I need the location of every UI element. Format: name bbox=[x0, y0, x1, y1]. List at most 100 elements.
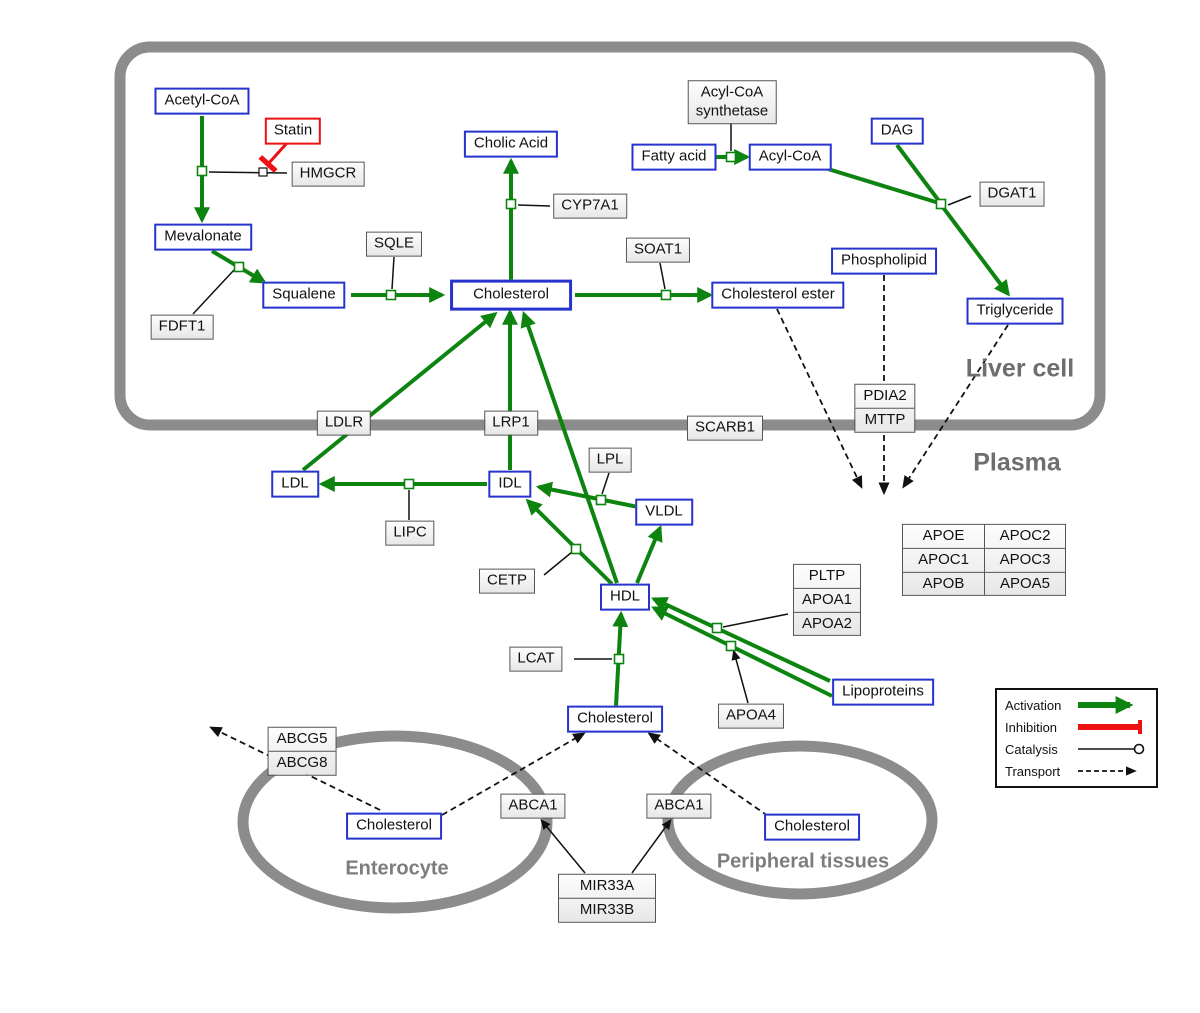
transport-peripheral-to-plasma-cholesterol bbox=[647, 732, 769, 817]
liver-cell-label: Liver cell bbox=[965, 354, 1075, 383]
junction-fdft1 bbox=[233, 261, 245, 273]
catalysis-sqle bbox=[391, 256, 395, 290]
apo-cell-apoc3[interactable]: APOC3 bbox=[984, 547, 1065, 572]
edge-lipoproteins-to-hdl-upper bbox=[651, 597, 831, 683]
apo-cell-apoe[interactable]: APOE bbox=[922, 526, 965, 544]
node-cholesterol-liver[interactable]: Cholesterol bbox=[450, 279, 572, 311]
junction-acylcoa-synthetase bbox=[725, 151, 737, 163]
catalysis-dgat1 bbox=[947, 195, 972, 206]
edge-hdl-to-vldl bbox=[635, 525, 663, 584]
junction-cyp7a1 bbox=[505, 198, 517, 210]
inhibition-tbar-glyph bbox=[1078, 720, 1142, 734]
legend: Activation Inhibition Catalysis Transpor… bbox=[995, 688, 1158, 788]
node-lpl[interactable]: LPL bbox=[588, 447, 632, 473]
legend-activation-row: Activation bbox=[1005, 696, 1148, 714]
node-lipc[interactable]: LIPC bbox=[385, 520, 435, 546]
node-acyl-coa[interactable]: Acyl-CoA bbox=[748, 143, 832, 171]
node-abcg8[interactable]: ABCG8 bbox=[268, 750, 336, 775]
node-mir33b[interactable]: MIR33B bbox=[559, 897, 655, 922]
node-fdft1[interactable]: FDFT1 bbox=[150, 314, 214, 340]
node-triglyceride[interactable]: Triglyceride bbox=[966, 297, 1064, 325]
legend-inhibition-row: Inhibition bbox=[1005, 718, 1148, 736]
node-sqle[interactable]: SQLE bbox=[365, 231, 423, 257]
legend-activation-label: Activation bbox=[1005, 697, 1062, 713]
catalysis-pltp-apoa bbox=[722, 613, 789, 628]
node-hmgcr[interactable]: HMGCR bbox=[291, 161, 365, 187]
node-cholesterol-ester[interactable]: Cholesterol ester bbox=[711, 281, 845, 309]
node-dgat1[interactable]: DGAT1 bbox=[979, 181, 1045, 207]
node-apoa4[interactable]: APOA4 bbox=[717, 703, 785, 729]
node-squalene[interactable]: Squalene bbox=[262, 281, 346, 309]
node-cyp7a1[interactable]: CYP7A1 bbox=[553, 193, 627, 219]
inhibition-statin-hmgcr bbox=[258, 141, 289, 173]
node-abcg5-abcg8-stack[interactable]: ABCG5 ABCG8 bbox=[267, 726, 337, 776]
junction-apoa4 bbox=[725, 640, 737, 652]
legend-transport-row: Transport bbox=[1005, 762, 1148, 780]
junction-pltp-apoa bbox=[711, 622, 723, 634]
node-pltp[interactable]: PLTP bbox=[808, 566, 846, 584]
node-cholesterol-enterocyte[interactable]: Cholesterol bbox=[346, 812, 442, 840]
apo-cell-apoc2[interactable]: APOC2 bbox=[984, 524, 1065, 548]
node-abca1-right[interactable]: ABCA1 bbox=[646, 793, 712, 819]
node-scarb1[interactable]: SCARB1 bbox=[686, 415, 764, 441]
node-pdia2[interactable]: PDIA2 bbox=[863, 386, 907, 404]
node-abca1-left[interactable]: ABCA1 bbox=[500, 793, 566, 819]
apo-cell-apoc1[interactable]: APOC1 bbox=[903, 547, 984, 572]
apolipoprotein-table[interactable]: APOE APOC2 APOC1 APOC3 APOB APOA5 bbox=[902, 523, 1066, 597]
transport-enterocyte-to-plasma-cholesterol bbox=[441, 732, 586, 816]
node-pdia2-mttp-stack[interactable]: PDIA2 MTTP bbox=[854, 383, 916, 433]
transport-triglyceride-to-plasma bbox=[902, 324, 1009, 489]
apo-cell-apob[interactable]: APOB bbox=[903, 571, 984, 595]
node-mir33a[interactable]: MIR33A bbox=[579, 876, 635, 894]
node-mir33-stack[interactable]: MIR33A MIR33B bbox=[558, 873, 656, 923]
plasma-label: Plasma bbox=[973, 448, 1061, 477]
node-lipoproteins[interactable]: Lipoproteins bbox=[832, 678, 934, 706]
catalysis-cyp7a1 bbox=[517, 204, 551, 207]
junction-soat1 bbox=[660, 289, 672, 301]
node-acyl-coa-synthetase[interactable]: Acyl-CoA synthetase bbox=[687, 80, 777, 124]
node-vldl[interactable]: VLDL bbox=[635, 498, 693, 526]
node-abcg5[interactable]: ABCG5 bbox=[276, 729, 328, 747]
catalysis-soat1 bbox=[659, 262, 666, 290]
node-fatty-acid[interactable]: Fatty acid bbox=[631, 143, 717, 171]
node-cholic-acid[interactable]: Cholic Acid bbox=[463, 130, 559, 158]
node-cholesterol-plasma[interactable]: Cholesterol bbox=[567, 705, 663, 733]
node-cholesterol-peripheral[interactable]: Cholesterol bbox=[764, 813, 860, 841]
junction-sqle bbox=[385, 289, 397, 301]
node-lrp1[interactable]: LRP1 bbox=[484, 410, 538, 436]
edge-lipoproteins-to-hdl-lower bbox=[651, 606, 833, 698]
edge-hdl-to-cholesterol bbox=[520, 310, 619, 584]
legend-transport-label: Transport bbox=[1005, 763, 1061, 779]
edge-acylcoa-to-dgat-junction bbox=[827, 167, 940, 205]
liver-cell-outline bbox=[114, 41, 1106, 431]
node-hdl[interactable]: HDL bbox=[599, 583, 651, 611]
node-dag[interactable]: DAG bbox=[870, 117, 924, 145]
node-ldlr[interactable]: LDLR bbox=[316, 410, 372, 436]
junction-hmgcr bbox=[196, 165, 208, 177]
legend-inhibition-label: Inhibition bbox=[1005, 719, 1058, 735]
catalysis-fdft1 bbox=[192, 269, 235, 315]
transport-cholester-to-plasma bbox=[776, 308, 863, 489]
junction-squares bbox=[196, 151, 947, 665]
junction-lcat bbox=[613, 653, 625, 665]
node-cetp[interactable]: CETP bbox=[478, 568, 536, 594]
node-mevalonate[interactable]: Mevalonate bbox=[154, 223, 252, 251]
edge-mir33-to-abca1-right bbox=[631, 818, 672, 874]
node-lcat[interactable]: LCAT bbox=[509, 646, 563, 672]
node-apoa2[interactable]: APOA2 bbox=[793, 611, 861, 635]
node-statin[interactable]: Statin bbox=[264, 117, 322, 145]
node-acetyl-coa[interactable]: Acetyl-CoA bbox=[154, 87, 250, 115]
node-ldl[interactable]: LDL bbox=[271, 470, 319, 498]
enterocyte-label: Enterocyte bbox=[345, 857, 449, 880]
node-phospholipid[interactable]: Phospholipid bbox=[831, 247, 937, 275]
node-apoa1[interactable]: APOA1 bbox=[793, 587, 861, 612]
apo-cell-apoa5[interactable]: APOA5 bbox=[984, 571, 1065, 596]
junction-dgat1 bbox=[935, 198, 947, 210]
transport-dashed-arrow-glyph bbox=[1078, 766, 1137, 776]
node-pltp-apoa-stack[interactable]: PLTP APOA1 APOA2 bbox=[792, 563, 862, 637]
catalysis-cetp bbox=[543, 551, 573, 576]
edge-junction-to-triglyceride bbox=[940, 204, 1010, 297]
node-soat1[interactable]: SOAT1 bbox=[625, 237, 691, 263]
node-mttp[interactable]: MTTP bbox=[855, 407, 915, 432]
node-idl[interactable]: IDL bbox=[488, 470, 532, 498]
